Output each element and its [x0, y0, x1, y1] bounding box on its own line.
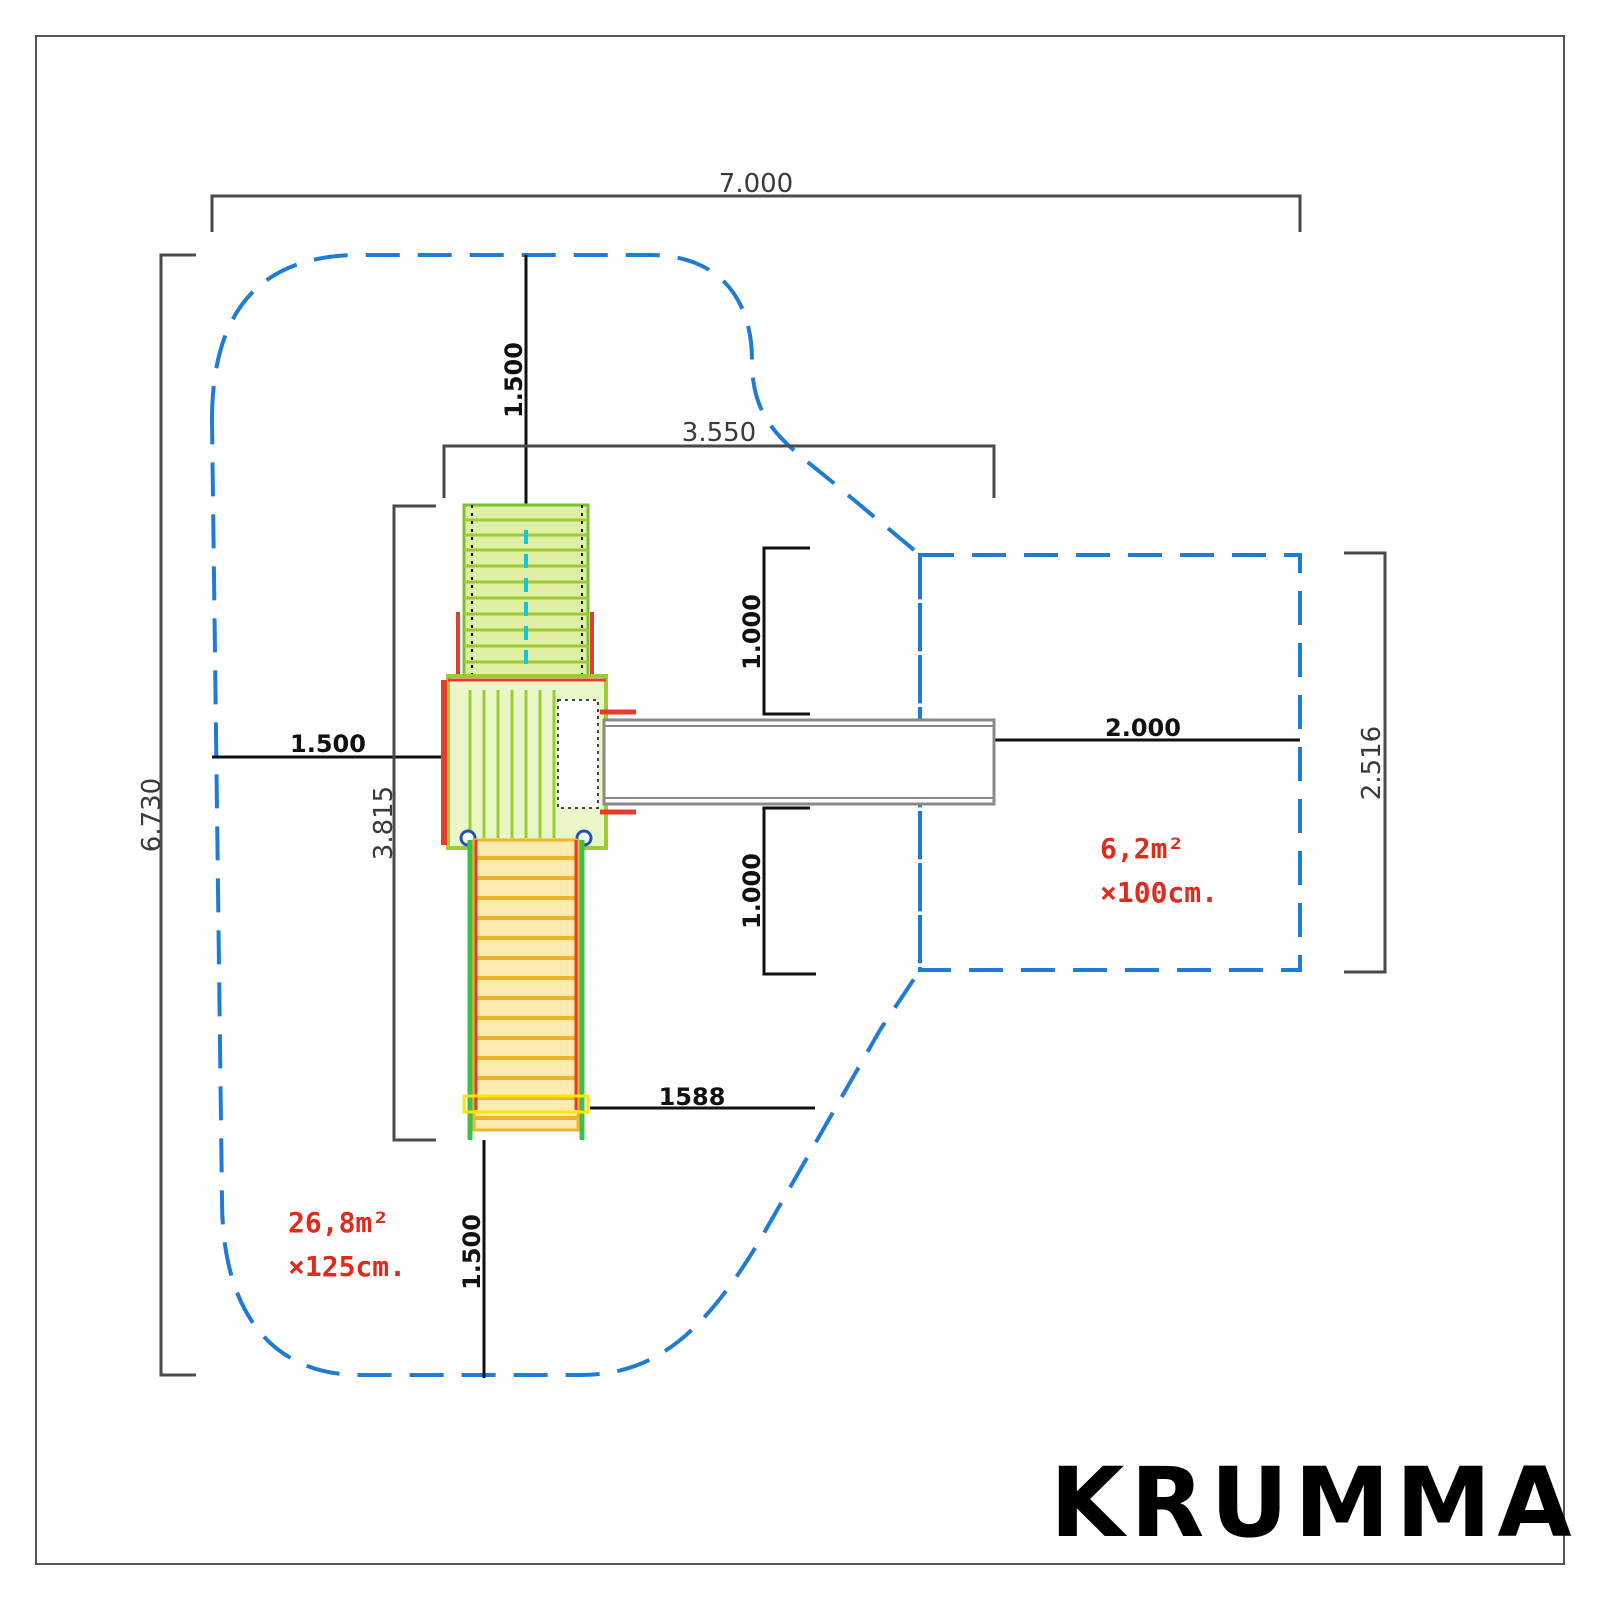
dim-tower-width-label: 3.550	[682, 418, 756, 448]
dim-slide-upper: 1.000	[738, 546, 810, 716]
brand-logo: KRUMMA	[1050, 1447, 1578, 1559]
dim-top-clearance-label: 1.500	[500, 342, 528, 418]
dim-slide-lower: 1.000	[738, 806, 816, 976]
dim-left-clearance: 1.500	[212, 730, 444, 759]
slide-depth-label: ×100cm.	[1100, 876, 1218, 909]
dim-overall-width-label: 7.000	[719, 169, 793, 199]
dim-bottom-clearance-label: 1.500	[458, 1214, 486, 1290]
slide	[602, 718, 996, 806]
main-depth-label: ×125cm.	[288, 1250, 406, 1283]
main-area-label: 26,8m²	[288, 1206, 389, 1239]
dim-structure-height-label: 3.815	[369, 786, 399, 860]
dim-slide-zone-height: 2.516	[1344, 551, 1387, 974]
slide-area-label: 6,2m²	[1100, 832, 1184, 865]
dim-structure-height: 3.815	[369, 504, 436, 1142]
safety-zone-main	[209, 253, 922, 1377]
dim-slide-runout: 2.000	[994, 714, 1300, 742]
dim-bottom-clearance: 1.500	[458, 1140, 486, 1378]
upper-ramp	[456, 503, 594, 685]
dim-tower-width: 3.550	[442, 418, 996, 498]
dim-overall-height-label: 6.730	[137, 778, 167, 852]
dim-top-clearance: 1.500	[500, 255, 528, 505]
stairs	[462, 838, 590, 1140]
dim-overall-width: 7.000	[210, 169, 1302, 232]
drawing-frame	[35, 35, 1565, 1565]
dim-slide-zone-height-label: 2.516	[1357, 726, 1387, 800]
dim-slide-upper-label: 1.000	[738, 594, 766, 670]
dim-slide-runout-label: 2.000	[1105, 714, 1181, 742]
dim-overall-height: 6.730	[137, 253, 196, 1377]
tower-deck	[441, 674, 636, 850]
dim-stair-offset: 1588	[590, 1083, 815, 1111]
dim-left-clearance-label: 1.500	[290, 730, 366, 758]
dim-stair-offset-label: 1588	[659, 1083, 726, 1111]
dim-slide-lower-label: 1.000	[738, 853, 766, 929]
